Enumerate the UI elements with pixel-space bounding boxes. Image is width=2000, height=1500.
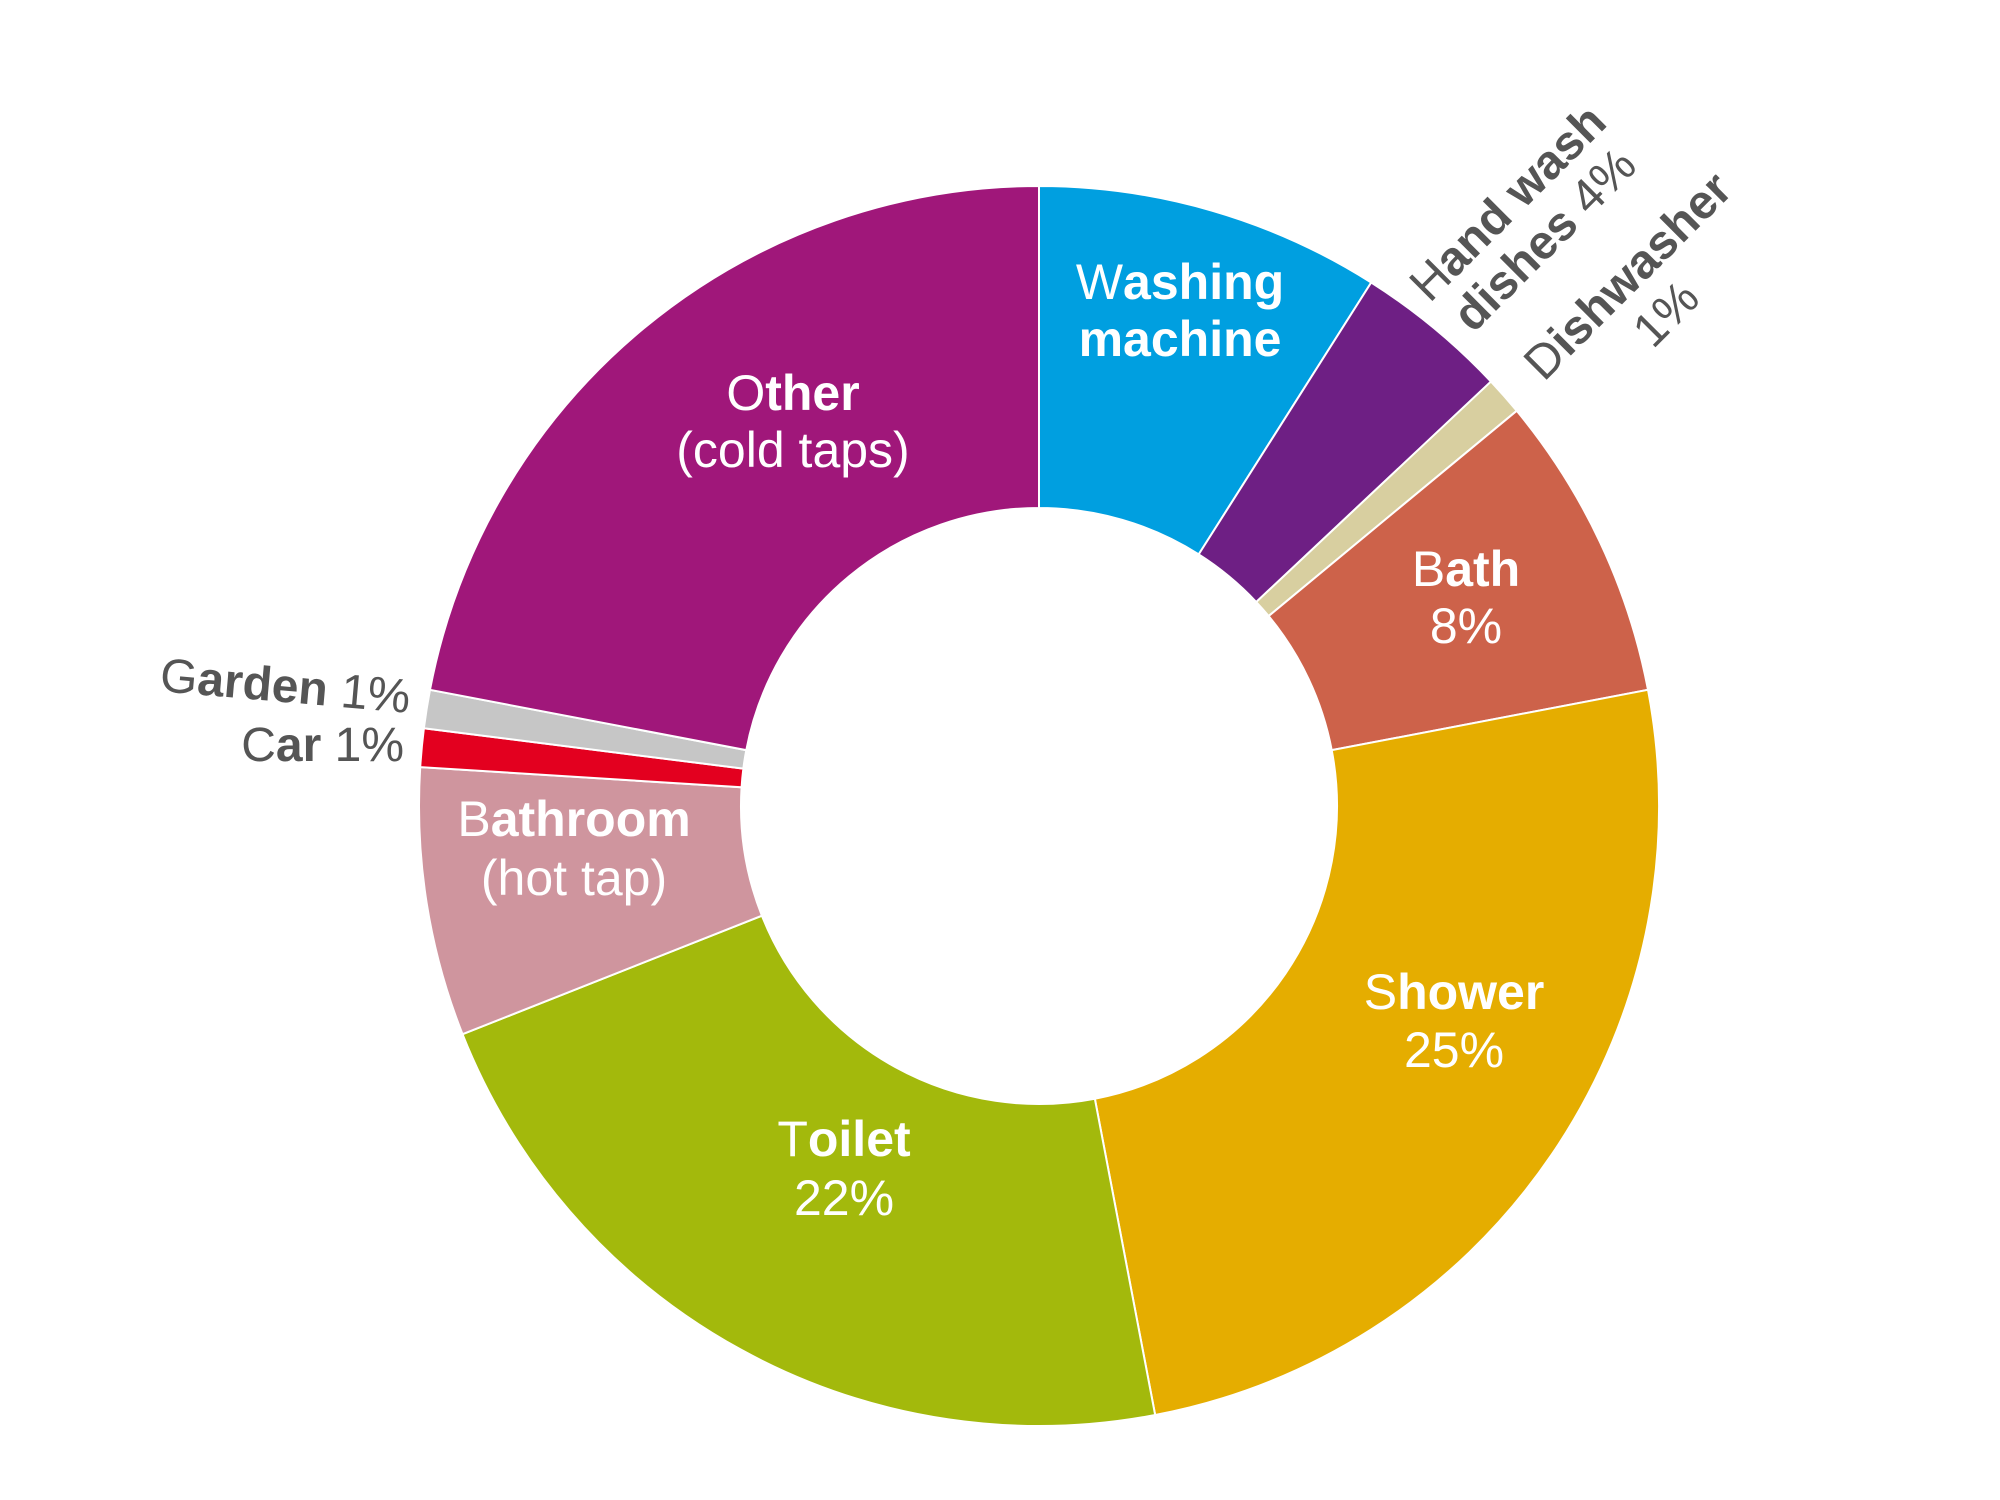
label-line: Other [726,365,859,421]
label-name: hower [1397,964,1544,1020]
label-percent: (hot tap) [481,850,667,906]
label-name-initial: S [1364,964,1397,1020]
label-line: Bath [1412,541,1520,597]
label-line: Garden 1% [158,649,412,724]
slice-shower [1093,688,1660,1417]
label-line: 22% [794,1170,894,1226]
slice-bath [1267,409,1650,752]
label-name-initial: O [726,365,765,421]
label-name: machine [1079,311,1282,367]
label-percent: 8% [1430,598,1502,654]
label-percent: 25% [1404,1022,1504,1078]
label-name: ashing [1123,254,1284,310]
label-percent: 22% [794,1170,894,1226]
slice-toilet [461,914,1157,1427]
label-line: (hot tap) [481,850,667,906]
label-line: Car 1% [241,719,404,772]
label-line: (cold taps) [676,422,909,478]
label-percent: (cold taps) [676,422,909,478]
label-name-initial: C [241,719,276,772]
label-other-cold-taps: Other(cold taps) [676,365,909,478]
label-name: ath [1445,541,1520,597]
label-line: 25% [1404,1022,1504,1078]
label-name: arden [195,652,330,716]
label-name: ther [765,365,859,421]
label-line: Washing [1076,254,1284,310]
label-line: Toilet [777,1111,911,1167]
label-name-initial: W [1076,254,1124,310]
label-name: athroom [491,791,691,847]
label-line: Shower [1364,964,1545,1020]
label-name: ar [276,719,321,772]
label-name-initial: B [1412,541,1445,597]
label-line: 8% [1430,598,1502,654]
slices [417,184,1660,1427]
label-name-initial: G [158,649,200,705]
label-name-initial: T [777,1111,808,1167]
label-line: machine [1079,311,1282,367]
label-car: Car 1% [241,719,404,772]
label-bathroom-hot-tap: Bathroom(hot tap) [457,791,690,906]
label-line: Bathroom [457,791,690,847]
label-name-initial: B [457,791,490,847]
slice-washing-machine [1038,184,1373,556]
label-name: oilet [808,1111,911,1167]
slice-other-cold-taps [428,184,1040,752]
label-percent: 1% [321,719,404,772]
label-garden: Garden 1% [158,649,412,724]
label-percent: 1% [326,664,413,724]
